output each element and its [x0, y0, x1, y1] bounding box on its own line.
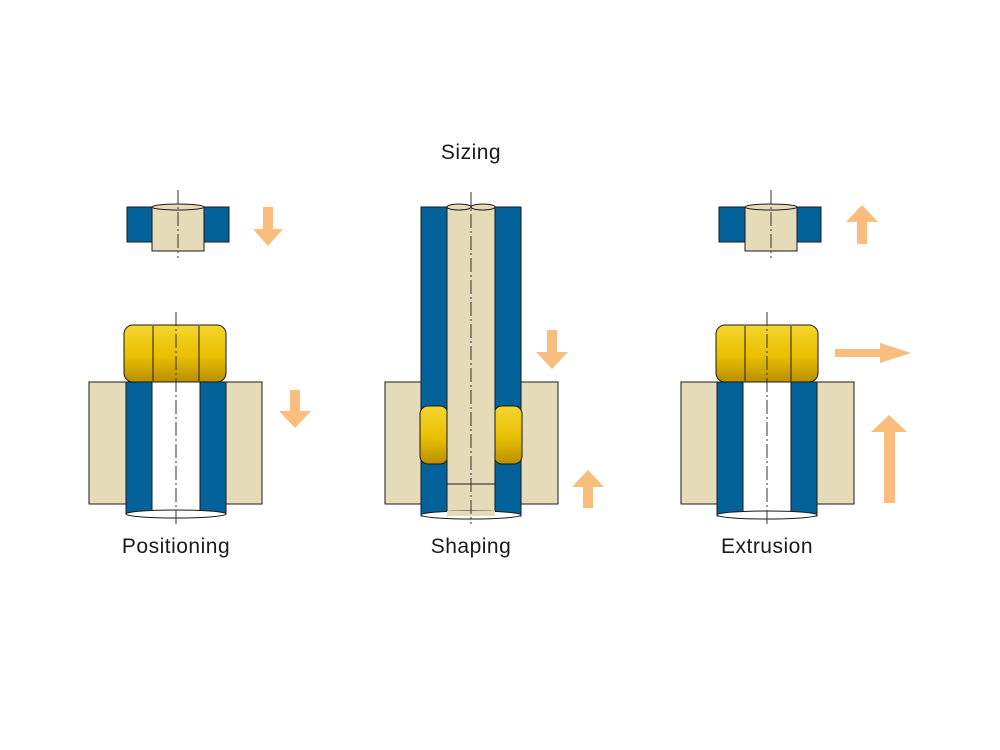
upper-punch — [718, 190, 822, 258]
arrow-up-icon — [846, 205, 878, 244]
label-extrusion: Extrusion — [720, 535, 814, 558]
arrow-down-icon — [253, 207, 283, 246]
arrow-right-icon — [835, 343, 911, 363]
arrow-down-icon — [279, 390, 311, 428]
arrow-up-icon — [871, 415, 907, 503]
label-sizing: Sizing — [440, 141, 502, 164]
arrow-up-icon — [572, 470, 604, 508]
label-shaping: Shaping — [430, 535, 512, 558]
upper-punch — [126, 190, 230, 258]
stage-positioning — [88, 190, 311, 524]
blank-workpiece — [419, 405, 523, 465]
arrow-down-icon — [536, 330, 568, 369]
blank-workpiece — [123, 324, 227, 383]
stage-extrusion — [680, 190, 911, 524]
label-positioning: Positioning — [121, 535, 231, 558]
stage-shaping — [384, 192, 604, 524]
